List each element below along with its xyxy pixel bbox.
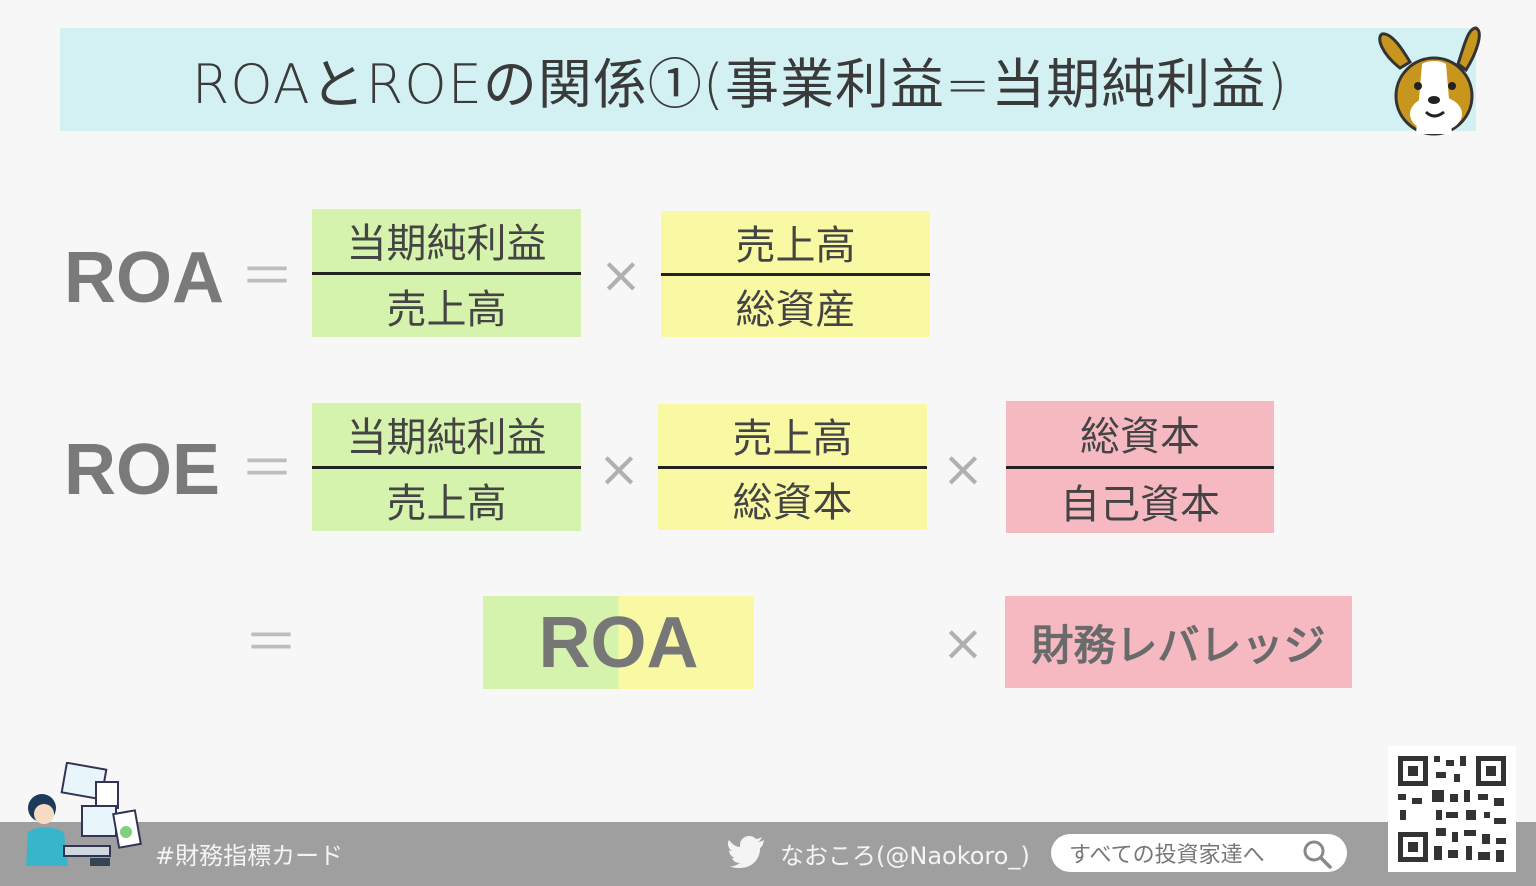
denominator: 総資産 xyxy=(735,287,856,334)
investor-illustration-icon xyxy=(26,762,142,866)
fraction-bar xyxy=(312,271,581,275)
page-title: ROAとROEの関係①(事業利益=当期純利益) xyxy=(191,53,1289,116)
equals-sign: ＝ xyxy=(244,611,298,674)
fraction-bar xyxy=(658,465,927,469)
author-handle[interactable]: なおころ(@Naokoro_) xyxy=(780,842,1030,870)
times-sign: × xyxy=(598,440,640,498)
denominator: 売上高 xyxy=(386,480,507,527)
dog-mascot-icon xyxy=(1378,26,1481,136)
numerator: 総資本 xyxy=(1080,414,1200,461)
fraction-net-profit-margin: 当期純利益 売上高 xyxy=(312,209,581,337)
denominator: 自己資本 xyxy=(1060,481,1220,528)
roa-label: ROA xyxy=(64,238,224,318)
times-sign: × xyxy=(942,614,984,672)
numerator: 当期純利益 xyxy=(346,221,547,268)
hashtag-label: #財務指標カード xyxy=(155,842,344,870)
numerator: 売上高 xyxy=(735,222,856,269)
fraction-bar xyxy=(661,272,930,276)
search-box[interactable]: すべての投資家達へ xyxy=(1051,834,1347,872)
search-text: すべての投資家達へ xyxy=(1069,843,1265,868)
financial-leverage-box: 財務レバレッジ xyxy=(1005,596,1352,688)
numerator: 売上高 xyxy=(732,415,853,462)
fraction-financial-leverage: 総資本 自己資本 xyxy=(1006,401,1274,533)
numerator: 当期純利益 xyxy=(346,415,547,462)
search-icon[interactable] xyxy=(1301,838,1333,870)
denominator: 総資本 xyxy=(732,480,853,527)
fraction-capital-turnover: 売上高 総資本 xyxy=(658,404,927,530)
roa-result-box: ROA xyxy=(483,596,754,689)
twitter-bird-icon[interactable] xyxy=(728,836,766,868)
title-bar: ROAとROEの関係①(事業利益=当期純利益) xyxy=(60,28,1476,131)
roe-label: ROE xyxy=(64,430,221,510)
fraction-bar xyxy=(1006,465,1274,469)
denominator: 売上高 xyxy=(386,286,507,333)
qr-code-icon xyxy=(1398,756,1506,862)
fraction-net-profit-margin: 当期純利益 売上高 xyxy=(312,403,581,531)
qr-code[interactable] xyxy=(1388,746,1516,872)
times-sign: × xyxy=(600,246,642,304)
equals-sign: ＝ xyxy=(240,437,294,500)
equals-sign: ＝ xyxy=(240,245,294,308)
times-sign: × xyxy=(942,440,984,498)
fraction-bar xyxy=(312,465,581,469)
fraction-asset-turnover: 売上高 総資産 xyxy=(661,211,930,337)
